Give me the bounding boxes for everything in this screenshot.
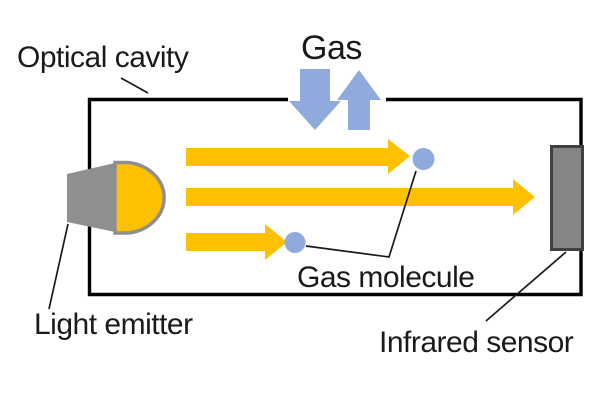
- light-beam-arrow-top: [186, 139, 410, 174]
- gas-molecule-dot-top: [412, 148, 435, 170]
- light-emitter-bulb: [113, 160, 166, 235]
- light-beam-arrow-bottom: [186, 224, 287, 260]
- optical-cavity-label: Optical cavity: [17, 41, 189, 74]
- leader-line-gas-molecule: [305, 170, 417, 258]
- light-emitter-label: Light emitter: [34, 308, 193, 341]
- light-beam-arrow-middle: [186, 179, 535, 215]
- leader-line-infrared-sensor: [485, 251, 567, 322]
- gas-label: Gas: [301, 29, 362, 67]
- light-emitter-body: [67, 163, 115, 232]
- gas-inflow-arrow: [289, 69, 341, 130]
- gas-molecule-label: Gas molecule: [297, 261, 475, 294]
- optical-cavity-outline: [87, 97, 583, 297]
- leader-line-light-emitter: [48, 223, 69, 310]
- infrared-sensor-label: Infrared sensor: [379, 326, 574, 359]
- leader-line-optical-cavity: [120, 77, 149, 94]
- gas-molecule-dot-bottom: [284, 232, 306, 253]
- gas-outflow-arrow: [337, 70, 381, 130]
- infrared-sensor-block: [550, 145, 584, 251]
